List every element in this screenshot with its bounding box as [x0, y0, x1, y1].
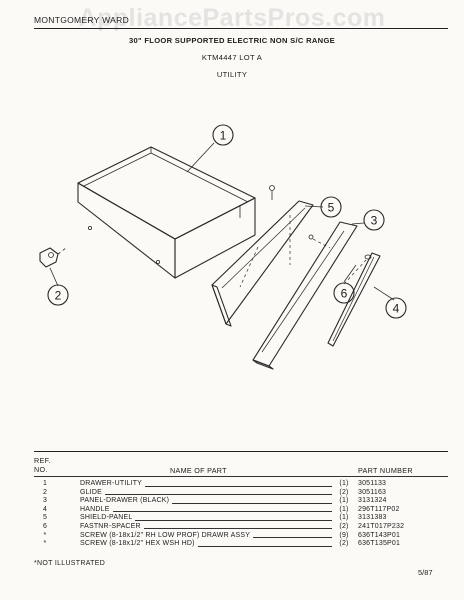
- glide-drawing: [39, 247, 67, 268]
- table-top-rule: [34, 451, 448, 452]
- part-name: PANEL-DRAWER (BLACK): [80, 497, 170, 505]
- part-name: HANDLE: [80, 505, 110, 513]
- handle-drawing: [327, 252, 381, 347]
- leader-line: [144, 528, 332, 530]
- part-quantity: (2): [339, 488, 349, 496]
- part-name: SCREW (8-18x1/2" RH LOW PROF) DRAWR ASSY: [80, 531, 251, 539]
- part-quantity: (1): [339, 514, 349, 522]
- table-row: 6 FASTNR-SPACER (2) 241T017P232: [0, 523, 464, 532]
- callout-6-label: 6: [341, 287, 348, 301]
- no-label: NO.: [34, 465, 48, 474]
- part-ref: 4: [42, 505, 48, 513]
- leader-line: [105, 494, 332, 496]
- revision-date: 5/87: [418, 568, 433, 577]
- part-ref: 3: [42, 497, 48, 505]
- part-quantity: (1): [339, 480, 349, 487]
- table-row: 3 PANEL-DRAWER (BLACK) (1) 3131324: [0, 497, 464, 506]
- part-name: SHIELD-PANEL: [80, 514, 133, 522]
- table-row: 1 DRAWER-UTILITY (1) 3051133: [0, 480, 464, 489]
- part-quantity: (1): [339, 497, 349, 505]
- leader-line: [135, 519, 332, 521]
- header-rule: [34, 28, 448, 29]
- part-ref: 2: [42, 488, 48, 496]
- table-row: 5 SHIELD-PANEL (1) 3131383: [0, 514, 464, 523]
- section-name: UTILITY: [216, 70, 248, 79]
- part-quantity: (1): [339, 505, 349, 513]
- callout-4-label: 4: [393, 302, 400, 316]
- name-column-header: NAME OF PART: [170, 466, 227, 475]
- leader-line: [172, 502, 332, 504]
- fastener-spacer-drawing: [343, 254, 372, 285]
- table-row: 2 GLIDE (2) 3051163: [0, 489, 464, 498]
- exploded-diagram: 1 2 3 4 5 6: [39, 124, 407, 370]
- ref-column-header: REF. NO.: [34, 456, 51, 474]
- table-row: 4 HANDLE (1) 296T117P02: [0, 506, 464, 515]
- table-row: * SCREW (8-18x1/2" RH LOW PROF) DRAWR ASS…: [0, 532, 464, 541]
- callout-1-label: 1: [220, 129, 227, 143]
- part-number: 3051163: [358, 488, 387, 496]
- part-quantity: (2): [339, 540, 349, 548]
- panel-drawer-drawing: [252, 221, 358, 370]
- part-quantity: (2): [339, 522, 349, 530]
- callout-4: 4: [385, 297, 407, 319]
- part-number: 3131383: [358, 514, 387, 522]
- part-name: FASTNR-SPACER: [80, 522, 141, 530]
- screw-drawing: [269, 185, 275, 200]
- part-number: 3131324: [358, 497, 387, 505]
- part-name: GLIDE: [80, 488, 103, 496]
- part-number: 636T135P01: [358, 540, 401, 548]
- watermark: AppliancePartsPros.com: [78, 4, 386, 32]
- part-number: 636T143P01: [358, 531, 401, 539]
- drawer-utility-drawing: [77, 146, 256, 279]
- callout-3-label: 3: [371, 214, 378, 228]
- callout-2-label: 2: [55, 289, 62, 303]
- leader-line: [113, 511, 332, 513]
- shield-panel-drawing: [211, 200, 314, 327]
- leader-line: [253, 537, 332, 539]
- part-name: DRAWER-UTILITY: [80, 480, 143, 487]
- part-number: 241T017P232: [358, 522, 405, 530]
- leader-line: [145, 485, 332, 487]
- part-number: 296T117P02: [358, 505, 400, 513]
- callout-2: 2: [47, 284, 69, 306]
- part-quantity: (9): [339, 531, 349, 539]
- part-ref: *: [43, 540, 47, 548]
- callout-5: 5: [320, 196, 342, 218]
- part-ref: 5: [42, 514, 48, 522]
- table-row: * SCREW (8-18x1/2" HEX WSH HD) (2) 636T135P…: [0, 540, 464, 549]
- footnote: *NOT ILLUSTRATED: [34, 560, 106, 567]
- part-number-column-header: PART NUMBER: [358, 466, 413, 475]
- brand-name: MONTGOMERY WARD: [34, 15, 130, 25]
- part-ref: 1: [42, 480, 48, 487]
- callout-1: 1: [212, 124, 234, 146]
- parts-list: 1 DRAWER-UTILITY (1) 3051133 2 GLIDE (2) 305116…: [0, 480, 464, 549]
- part-ref: 6: [42, 522, 48, 530]
- header-underline: [34, 476, 448, 477]
- page-title: 30" FLOOR SUPPORTED ELECTRIC NON S/C RAN…: [128, 36, 336, 45]
- callout-5-label: 5: [328, 201, 335, 215]
- part-ref: *: [43, 531, 47, 539]
- part-number: 3051133: [358, 480, 387, 487]
- ref-label: REF.: [34, 456, 51, 465]
- leader-lines: [49, 142, 395, 301]
- callout-6: 6: [333, 282, 355, 304]
- model-number: KTM4447 LOT A: [201, 53, 263, 62]
- part-name: SCREW (8-18x1/2" HEX WSH HD): [80, 540, 195, 548]
- callout-3: 3: [363, 209, 385, 231]
- leader-line: [198, 545, 332, 547]
